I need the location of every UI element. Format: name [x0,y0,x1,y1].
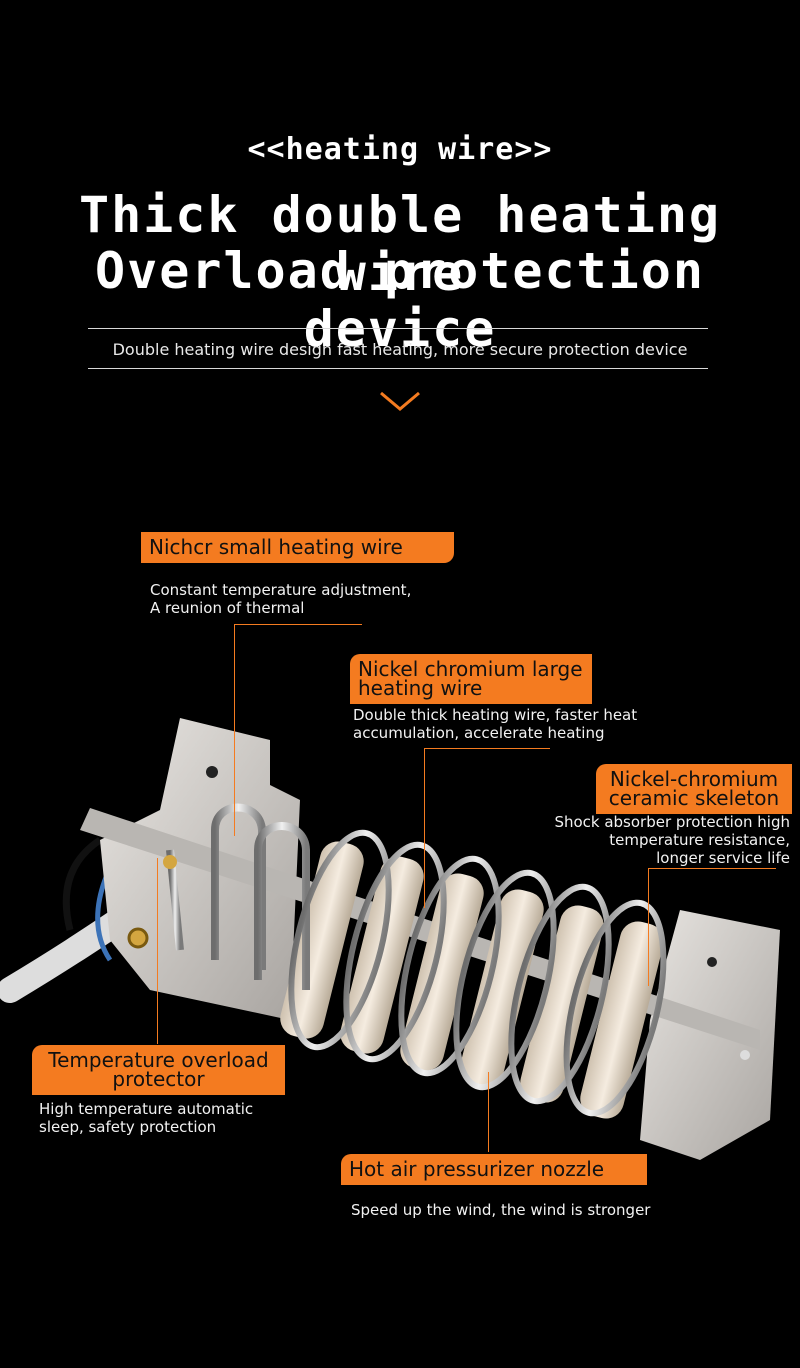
callout-nichcr-desc: Constant temperature adjustment, A reuni… [150,581,450,617]
section-kicker: <<heating wire>> [247,132,553,167]
leader-ceramic-h [648,868,776,869]
protector-terminal [163,855,177,869]
callout-nichcr-desc-1: Constant temperature adjustment, [150,581,412,599]
callout-overload-title-2: protector [112,1067,205,1091]
cable-sleeve [0,907,133,1003]
callout-overload-tag: Temperature overload protector [32,1045,285,1095]
black-wire [62,837,102,931]
callout-nichcr-desc-2: A reunion of thermal [150,599,305,617]
callout-nozzle-tag: Hot air pressurizer nozzle [341,1154,647,1185]
callout-nichcr-title: Nichcr small heating wire [149,535,403,559]
callout-overload-desc-2: sleep, safety protection [39,1118,217,1136]
large-heating-coils [288,829,667,1117]
callout-overload-title-1: Temperature overload [48,1048,269,1072]
callout-large-tag: Nickel chromium large heating wire [350,654,592,704]
left-mica-board [100,718,300,1020]
terminal-rivet [127,927,149,949]
callout-nozzle-title: Hot air pressurizer nozzle [349,1157,605,1181]
divider-top [88,328,708,329]
leader-nozzle-v [488,1072,489,1152]
leader-nichcr-h [234,624,362,625]
leader-ceramic-v [648,868,649,986]
subtitle: Double heating wire design fast heating,… [112,340,688,359]
callout-large-title-1: Nickel chromium large [358,657,583,681]
callout-large-desc: Double thick heating wire, faster heat a… [353,706,683,742]
callout-large-desc-1: Double thick heating wire, faster heat [353,706,638,724]
callout-nozzle-desc: Speed up the wind, the wind is stronger [351,1201,651,1219]
callout-overload-desc: High temperature automatic sleep, safety… [39,1100,299,1136]
headline-line-2: Overload protection device [95,242,705,358]
leader-large-v [424,748,425,908]
callout-ceramic-desc: Shock absorber protection high temperatu… [520,813,790,867]
callout-large-desc-2: accumulation, accelerate heating [353,724,605,742]
callout-nichcr-tag: Nichcr small heating wire [141,532,454,563]
divider-bottom [88,368,708,369]
callout-overload-desc-1: High temperature automatic [39,1100,254,1118]
callout-ceramic-title-1: Nickel-chromium [609,767,779,791]
heating-element-illustration [0,718,780,1160]
callout-ceramic-tag: Nickel-chromium ceramic skeleton [596,764,792,814]
chevron-down-icon [378,388,422,418]
headline-line-1: Thick double heating wire [78,186,722,302]
leader-overload-v [157,858,158,1044]
callout-ceramic-title-2: ceramic skeleton [608,786,780,810]
right-mica-board [640,910,780,1160]
leader-nichcr-v [234,624,235,836]
leader-large-h [424,748,550,749]
callout-ceramic-desc-3: longer service life [656,849,790,867]
callout-ceramic-desc-1: Shock absorber protection high [554,813,790,831]
callout-large-title-2: heating wire [358,676,483,700]
callout-ceramic-desc-2: temperature resistance, [609,831,790,849]
